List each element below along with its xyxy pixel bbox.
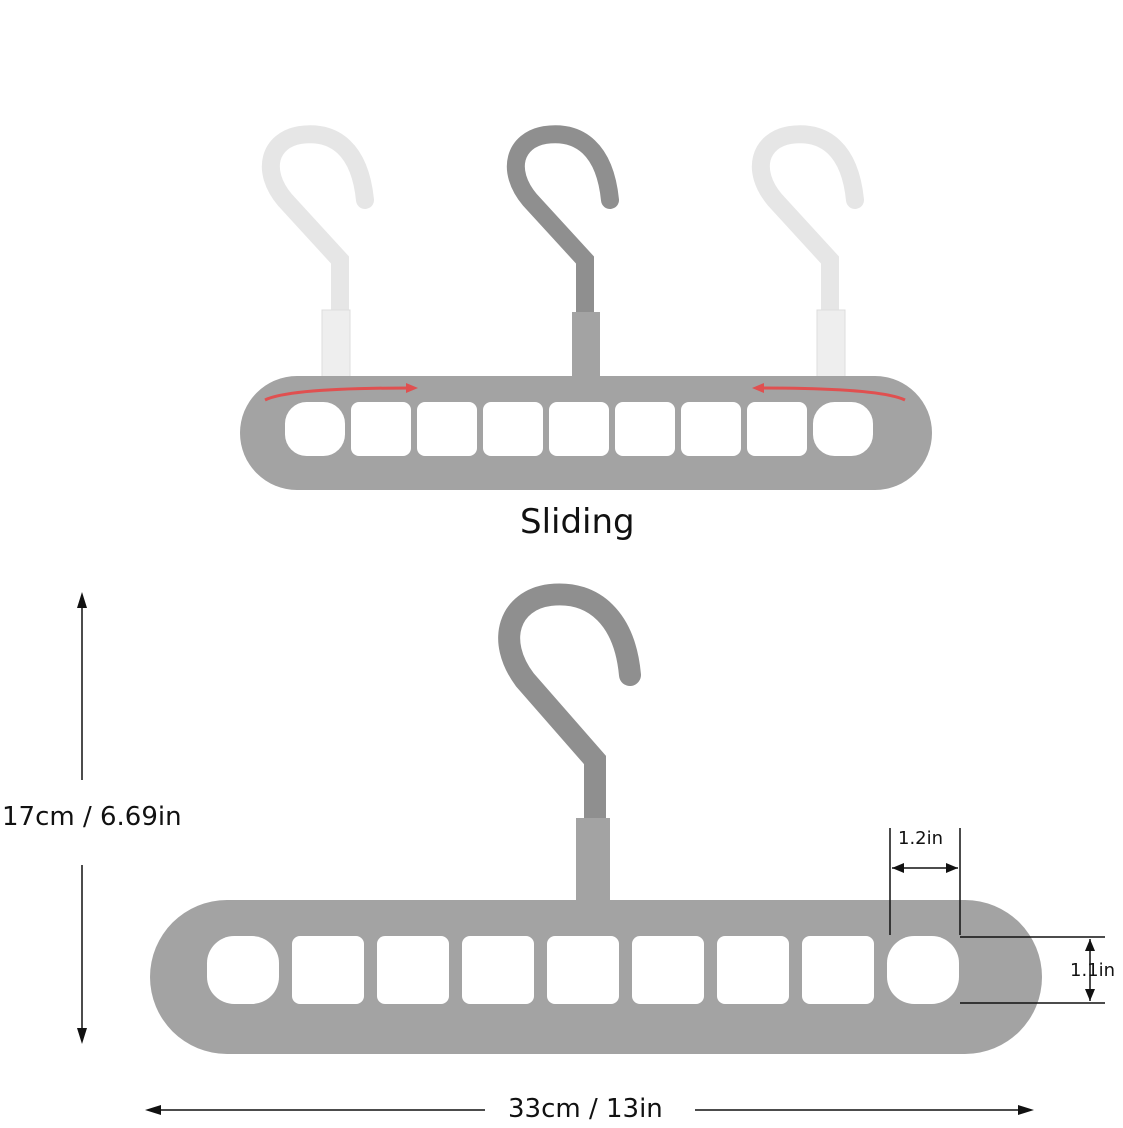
width-dimension-label: 33cm / 13in — [508, 1094, 663, 1124]
hanger-slot — [285, 402, 345, 456]
slide-arrow-right — [759, 386, 906, 402]
hook-left — [261, 125, 374, 329]
slot-height-label: 1.1in — [1070, 960, 1116, 981]
hanger-slot — [802, 936, 874, 1004]
height-dimension-label: 17cm / 6.69in — [2, 802, 182, 832]
slide-arrow-left-head — [406, 383, 418, 393]
dimension-lines — [77, 592, 1105, 1115]
slide-arrow-right-head — [752, 383, 764, 393]
hanger-slot — [615, 402, 675, 456]
slot-width-label: 1.2in — [898, 828, 944, 849]
hanger-slot — [377, 936, 449, 1004]
hook-center — [506, 125, 619, 329]
hanger-slot — [351, 402, 411, 456]
hanger-slot — [632, 936, 704, 1004]
hanger-slot — [549, 402, 609, 456]
hanger-slot — [747, 402, 807, 456]
hanger-slot — [681, 402, 741, 456]
hook-main — [498, 583, 641, 841]
hanger-slot — [547, 936, 619, 1004]
sliding-caption: Sliding — [520, 502, 635, 542]
hanger-slot — [417, 402, 477, 456]
bottom-hanger — [150, 583, 1042, 1054]
hanger-slot — [483, 402, 543, 456]
hook-right — [751, 125, 864, 329]
hanger-slot — [887, 936, 959, 1004]
hanger-slot — [462, 936, 534, 1004]
slide-arrow-left — [264, 386, 411, 402]
hanger-slot — [813, 402, 873, 456]
hanger-slot — [717, 936, 789, 1004]
hanger-slot — [207, 936, 279, 1004]
top-hanger — [240, 125, 932, 490]
hanger-slot — [292, 936, 364, 1004]
